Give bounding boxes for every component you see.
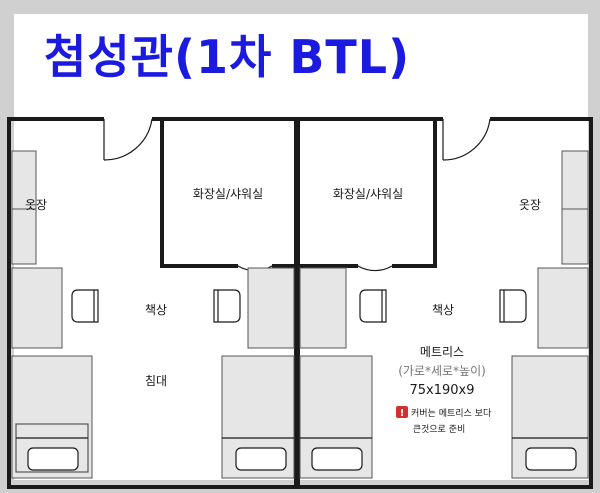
- svg-text:!: !: [400, 408, 405, 419]
- left-bed-label: 침대: [145, 374, 167, 388]
- left-pillows: [15, 423, 294, 473]
- left-bathroom-wall: [160, 119, 238, 268]
- note-line-2: 큰것으로 준비: [413, 424, 466, 435]
- left-pillow-1: [27, 447, 79, 471]
- left-desk-1: [11, 267, 63, 349]
- walls: [7, 117, 593, 489]
- right-bath-door-swing: [357, 265, 393, 272]
- left-wardrobe-1: [11, 150, 37, 210]
- mattress-note: ! 커버는 메트리스 보다 큰것으로 준비: [396, 406, 492, 435]
- left-pillow-2: [235, 447, 287, 471]
- right-door-swing: [442, 118, 491, 161]
- page-title: 첨성관(1차 BTL): [14, 14, 588, 100]
- mattress-size: 75x190x9: [409, 383, 474, 398]
- right-pillow-2: [525, 447, 577, 471]
- right-chair-1: [359, 289, 387, 323]
- left-desk-label: 책상: [145, 302, 167, 317]
- left-chair-2: [213, 289, 241, 323]
- right-bathroom-wall: [298, 119, 437, 268]
- left-desk-2: [247, 267, 295, 349]
- right-chair-2: [499, 289, 527, 323]
- mattress-label: 메트리스: [420, 345, 464, 359]
- right-wardrobe-2: [561, 208, 589, 265]
- exclamation-icon: [396, 406, 408, 418]
- right-room-outer-wall: [296, 117, 593, 489]
- right-desk-2: [537, 267, 589, 349]
- right-pillows: [300, 437, 588, 471]
- left-room-outer-wall: [7, 117, 296, 489]
- right-chairs: [359, 289, 527, 323]
- right-pillow-1: [311, 447, 363, 471]
- right-desk-label: 책상: [432, 302, 454, 317]
- left-door-swing: [103, 118, 153, 161]
- left-wardrobe-2: [11, 208, 37, 265]
- left-chairs: [71, 289, 241, 323]
- left-bathroom-label: 화장실/샤워실: [193, 187, 263, 201]
- mattress-dimension-caption: (가로*세로*높이): [398, 364, 486, 378]
- right-desk-1: [299, 267, 347, 349]
- right-wardrobe-1: [561, 150, 589, 210]
- right-wardrobe-label: 옷장: [519, 198, 541, 212]
- right-bathroom-label: 화장실/샤워실: [333, 187, 403, 201]
- note-line-1: 커버는 메트리스 보다: [411, 408, 492, 419]
- left-chair-1: [71, 289, 99, 323]
- left-wardrobe-label: 옷장: [25, 198, 47, 212]
